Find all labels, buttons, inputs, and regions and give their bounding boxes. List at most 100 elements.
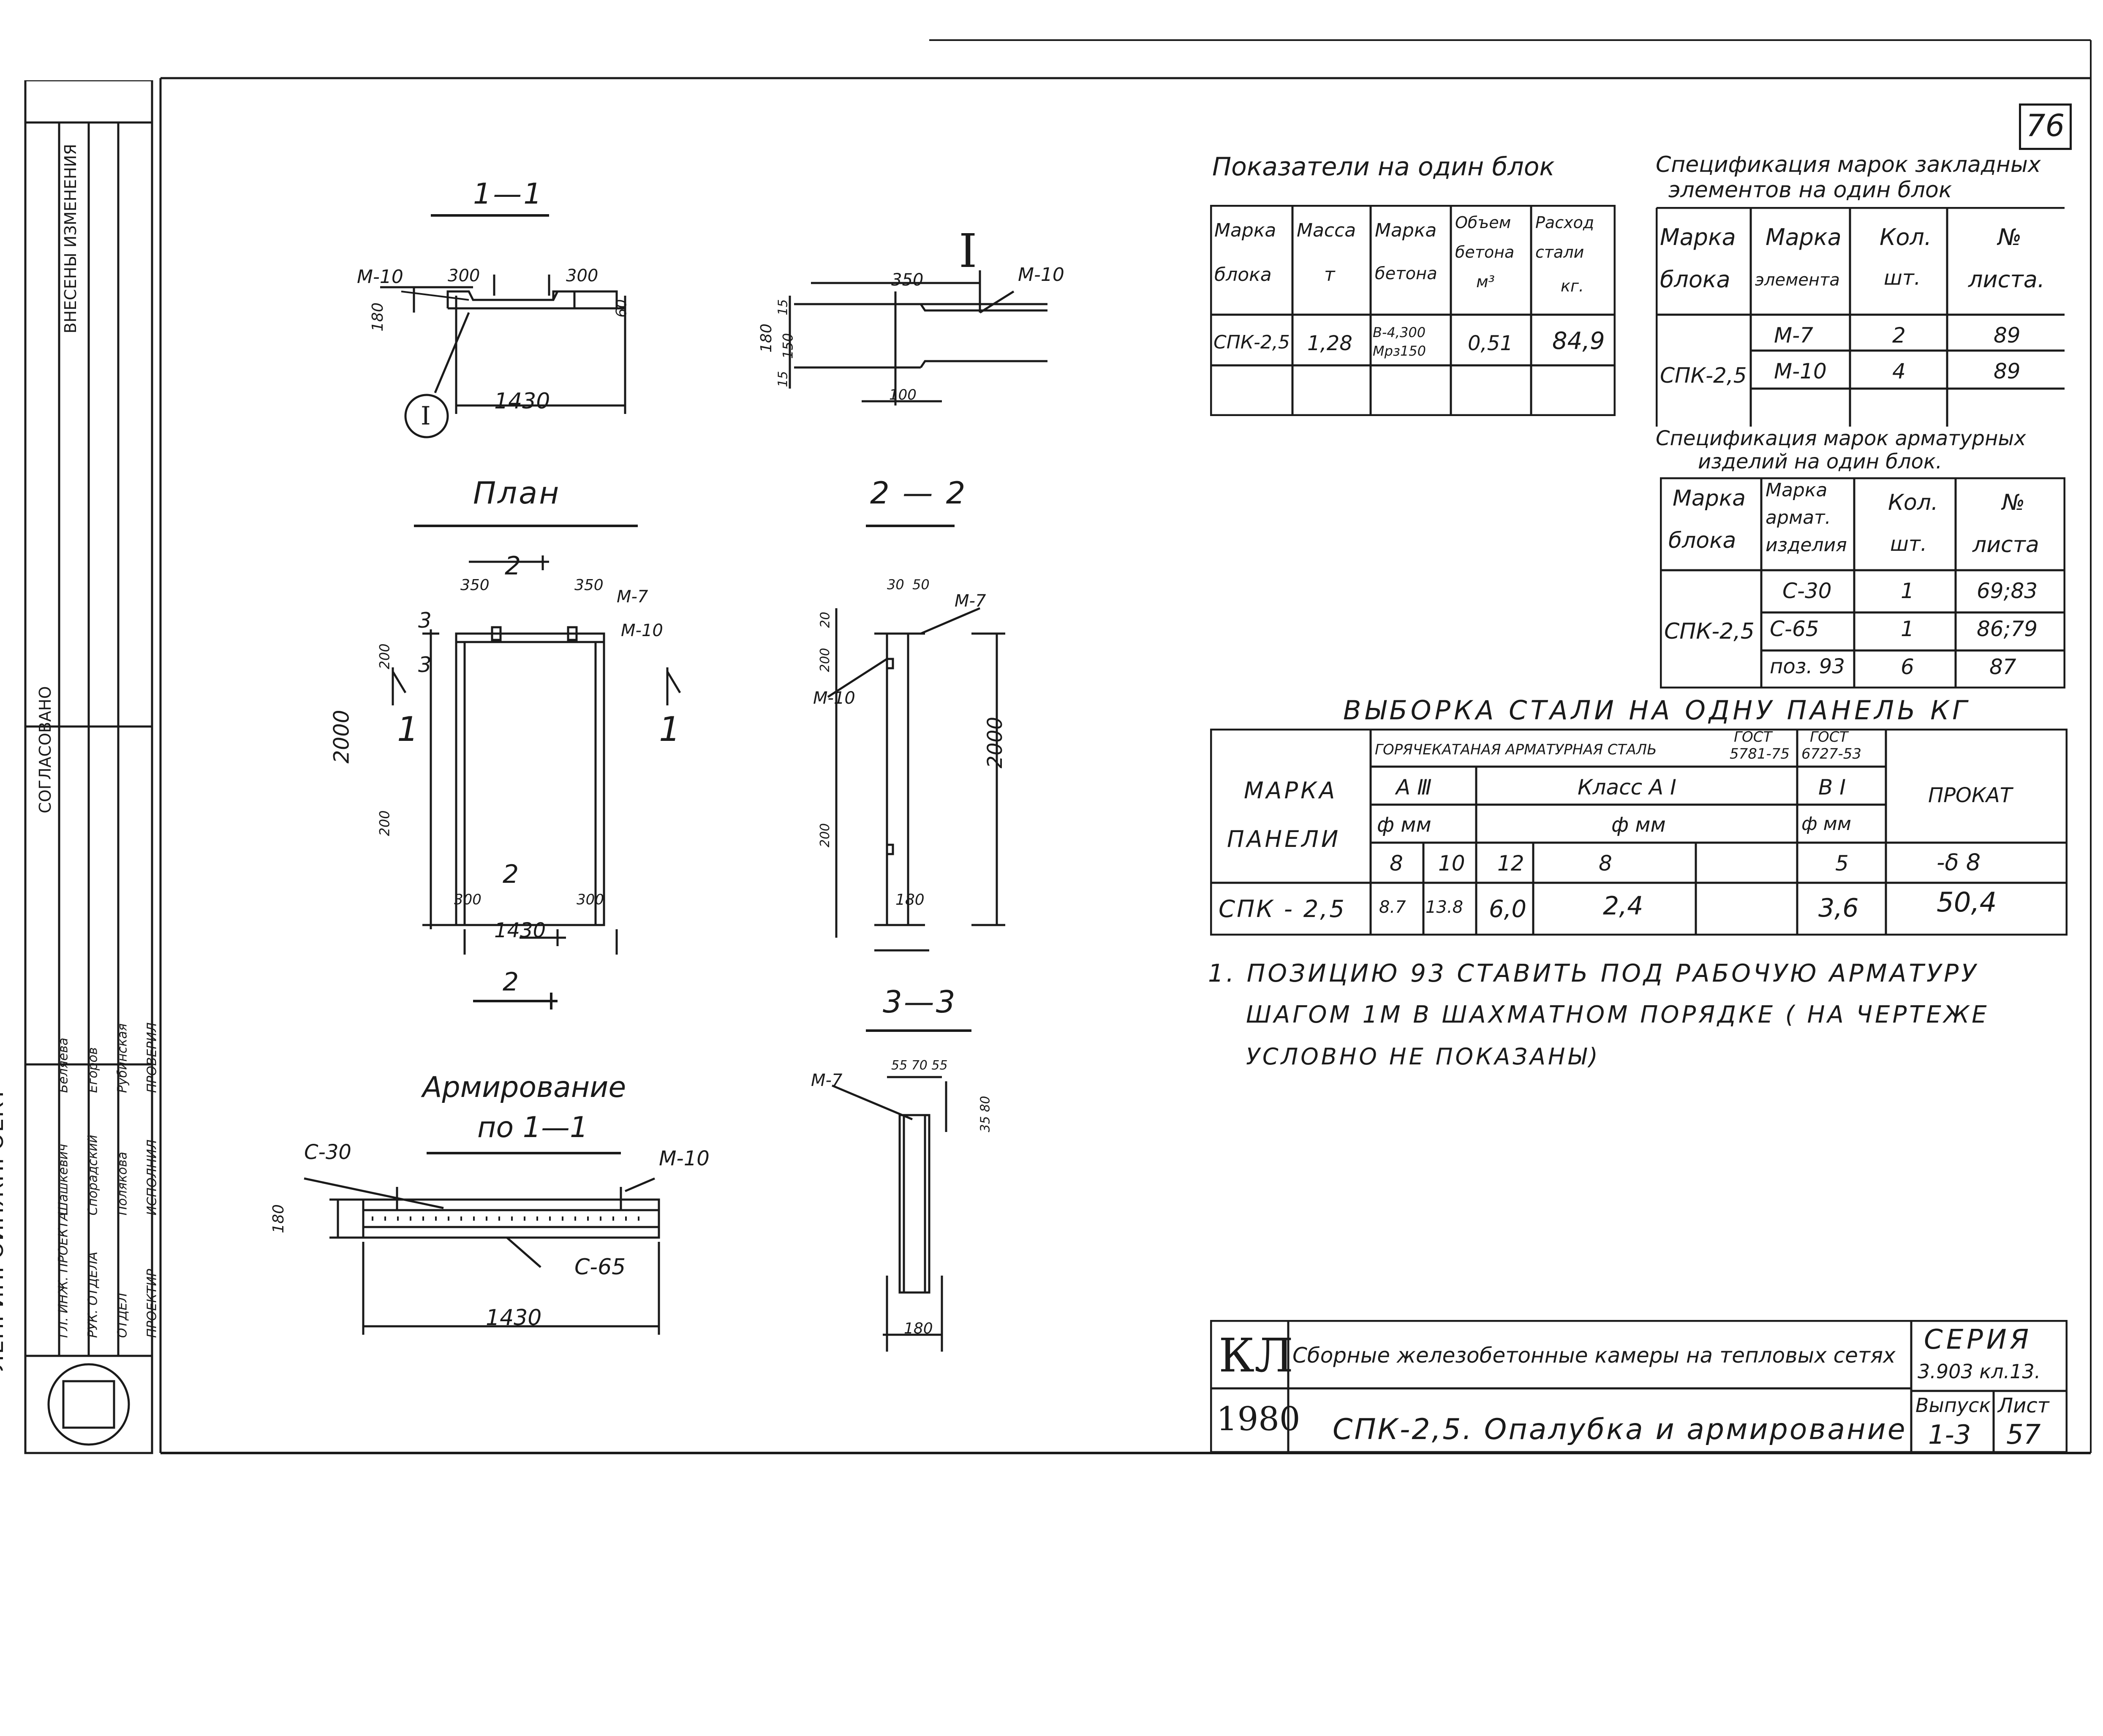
steel-gost1-l1: 5781-75 bbox=[1730, 746, 1790, 762]
steel-selection-title: Выборка стали на одну панель кг bbox=[1343, 695, 1970, 726]
plan-dim-2000: 2000 bbox=[329, 710, 354, 764]
plan-cut-2-arrow bbox=[473, 993, 558, 1009]
section-1-1-title: 1—1 bbox=[473, 177, 544, 211]
reinforcement-c30: С-30 bbox=[304, 1140, 351, 1164]
section-1-1-dim-1430: 1430 bbox=[494, 389, 550, 414]
steel-phi-1: ф мм bbox=[1377, 813, 1431, 837]
emb-h2-l1: шт. bbox=[1884, 266, 1921, 290]
ind-h3-l0: Объем bbox=[1455, 213, 1511, 232]
steel-gost1-l0: ГОСТ bbox=[1734, 729, 1772, 746]
emb-h3-l0: № bbox=[1998, 224, 2022, 250]
section-2-2-dim-2000: 2000 bbox=[983, 716, 1007, 769]
steel-phi-2: ф мм bbox=[1611, 813, 1666, 837]
sheet-number-box bbox=[2019, 103, 2072, 150]
plan-cut-1-right: 1 bbox=[659, 710, 680, 749]
ind-h0-l1: блока bbox=[1214, 264, 1272, 286]
ind-h3-l2: м³ bbox=[1476, 272, 1495, 291]
reinforcement-dim-180: 180 bbox=[269, 1204, 287, 1233]
steel-v1: 13.8 bbox=[1426, 898, 1464, 917]
reb-r2-c1: 6 bbox=[1901, 655, 1914, 679]
detail-i-dim-350: 350 bbox=[891, 270, 924, 290]
title-issue-value: 1-3 bbox=[1928, 1419, 1971, 1450]
ind-h3-l1: бетона bbox=[1455, 243, 1515, 261]
title-series-label: СЕРИЯ bbox=[1924, 1324, 2032, 1355]
title-block-grid bbox=[1210, 1320, 2068, 1453]
section-3-3-dims-top: 55 70 55 bbox=[891, 1058, 948, 1073]
title-block: КЛ 1980 Сборные железобетонные камеры на… bbox=[1210, 1320, 2068, 1453]
steel-rolled: ПРОКАТ bbox=[1928, 784, 2013, 807]
ind-cell-2: В-4,300 Мрз150 bbox=[1373, 324, 1426, 359]
sheet-number: 76 bbox=[2026, 108, 2065, 143]
reb-h1-l1: армат. bbox=[1766, 507, 1831, 528]
steel-v2: 6,0 bbox=[1489, 895, 1527, 923]
reinforcement-dim-1430: 1430 bbox=[486, 1305, 542, 1331]
detail-i-drawing bbox=[789, 270, 1047, 405]
rebar-spec-title-1: Спецификация марок арматурных bbox=[1656, 427, 2026, 450]
embedded-spec-grid bbox=[1656, 207, 2065, 427]
reb-block: СПК-2,5 bbox=[1664, 619, 1755, 644]
reb-h0-l0: Марка bbox=[1673, 486, 1746, 511]
steel-mark-l1: ПАНЕЛИ bbox=[1227, 826, 1341, 852]
section-1-1-dim-180: 180 bbox=[369, 302, 386, 332]
reb-r1-c1: 1 bbox=[1901, 617, 1914, 641]
plan-dim-300a: 300 bbox=[454, 891, 482, 908]
ind-cell-0: СПК-2,5 bbox=[1213, 332, 1290, 353]
steel-d2: 12 bbox=[1497, 851, 1524, 876]
section-2-2-dim-30: 30 bbox=[887, 577, 904, 593]
steel-gost2-l1: 6727-53 bbox=[1801, 746, 1862, 762]
sheet-frame bbox=[159, 39, 2092, 1454]
reinforcement-c65: С-65 bbox=[574, 1254, 626, 1280]
plan-dim-300b: 300 bbox=[577, 891, 604, 908]
section-3-3-drawing bbox=[832, 1029, 971, 1352]
section-3-3-title: 3—3 bbox=[883, 984, 957, 1020]
reinforcement-title: Армирование bbox=[422, 1071, 626, 1104]
steel-d6: -δ 8 bbox=[1937, 849, 1981, 876]
steel-d1: 10 bbox=[1438, 851, 1465, 876]
rebar-spec-table: Марка блока Марка армат. изделия Кол. шт… bbox=[1660, 477, 2065, 688]
detail-i-m10: М-10 bbox=[1018, 264, 1064, 286]
emb-block: СПК-2,5 bbox=[1660, 363, 1747, 388]
ind-cell-3: 0,51 bbox=[1468, 332, 1513, 355]
section-2-2-dim-180: 180 bbox=[895, 891, 925, 909]
embedded-spec-title-1: Спецификация марок закладных bbox=[1656, 152, 2041, 177]
section-2-2-drawing bbox=[827, 525, 1005, 952]
rebar-spec-grid bbox=[1660, 477, 2065, 688]
steel-d5: 5 bbox=[1835, 851, 1849, 876]
section-2-2-dim-50: 50 bbox=[912, 577, 930, 593]
reinforcement-subtitle: по 1—1 bbox=[477, 1111, 588, 1144]
title-issue-label: Выпуск bbox=[1915, 1394, 1991, 1417]
title-description: Сборные железобетонные камеры на тепловы… bbox=[1292, 1343, 1896, 1368]
section-1-1-drawing bbox=[380, 214, 626, 438]
plan-dim-350b: 350 bbox=[574, 577, 604, 594]
ind-cell-1: 1,28 bbox=[1307, 332, 1352, 355]
reb-h2-l1: шт. bbox=[1890, 532, 1927, 556]
section-2-2-dim-200a: 200 bbox=[818, 648, 833, 672]
emb-r0-c2: 89 bbox=[1994, 323, 2021, 348]
ind-h4-l0: Расход bbox=[1535, 213, 1594, 232]
plan-title: План bbox=[473, 475, 561, 511]
section-2-2-title: 2 — 2 bbox=[870, 475, 967, 511]
reb-r2-c0: поз. 93 bbox=[1770, 655, 1845, 678]
detail-i-dim-100: 100 bbox=[889, 386, 917, 403]
section-1-1-dim-300a: 300 bbox=[448, 266, 480, 286]
section-2-2-dim-200b: 200 bbox=[818, 823, 833, 848]
steel-v3: 2,4 bbox=[1603, 891, 1643, 921]
ind-cell-4: 84,9 bbox=[1552, 327, 1605, 355]
emb-h2-l0: Кол. bbox=[1880, 224, 1932, 250]
section-1-1-m10: М-10 bbox=[357, 266, 403, 288]
embedded-spec-table: Марка блока Марка элемента Кол. шт. № ли… bbox=[1656, 207, 2065, 427]
ind-h1-l1: т bbox=[1324, 264, 1335, 286]
reb-r1-c0: С-65 bbox=[1770, 617, 1819, 641]
steel-class-a1: Класс А Ⅰ bbox=[1578, 775, 1676, 800]
steel-selection-grid bbox=[1210, 729, 2068, 936]
steel-v0: 8.7 bbox=[1379, 898, 1406, 917]
section-1-1-dim-300b: 300 bbox=[566, 266, 599, 286]
ind-h1-l0: Масса bbox=[1297, 220, 1356, 241]
plan-dim-1430: 1430 bbox=[494, 919, 546, 942]
title-series-value: 3.903 кл.13. bbox=[1918, 1360, 2041, 1383]
reinforcement-m10: М-10 bbox=[659, 1147, 710, 1170]
indicators-grid bbox=[1210, 205, 1616, 416]
title-sheet-label: Лист bbox=[1998, 1394, 2049, 1418]
title-drawing: СПК-2,5. Опалубка и армирование bbox=[1333, 1413, 1907, 1446]
steel-selection-table: МАРКА ПАНЕЛИ Горячекатаная арматурная ст… bbox=[1210, 729, 2068, 936]
